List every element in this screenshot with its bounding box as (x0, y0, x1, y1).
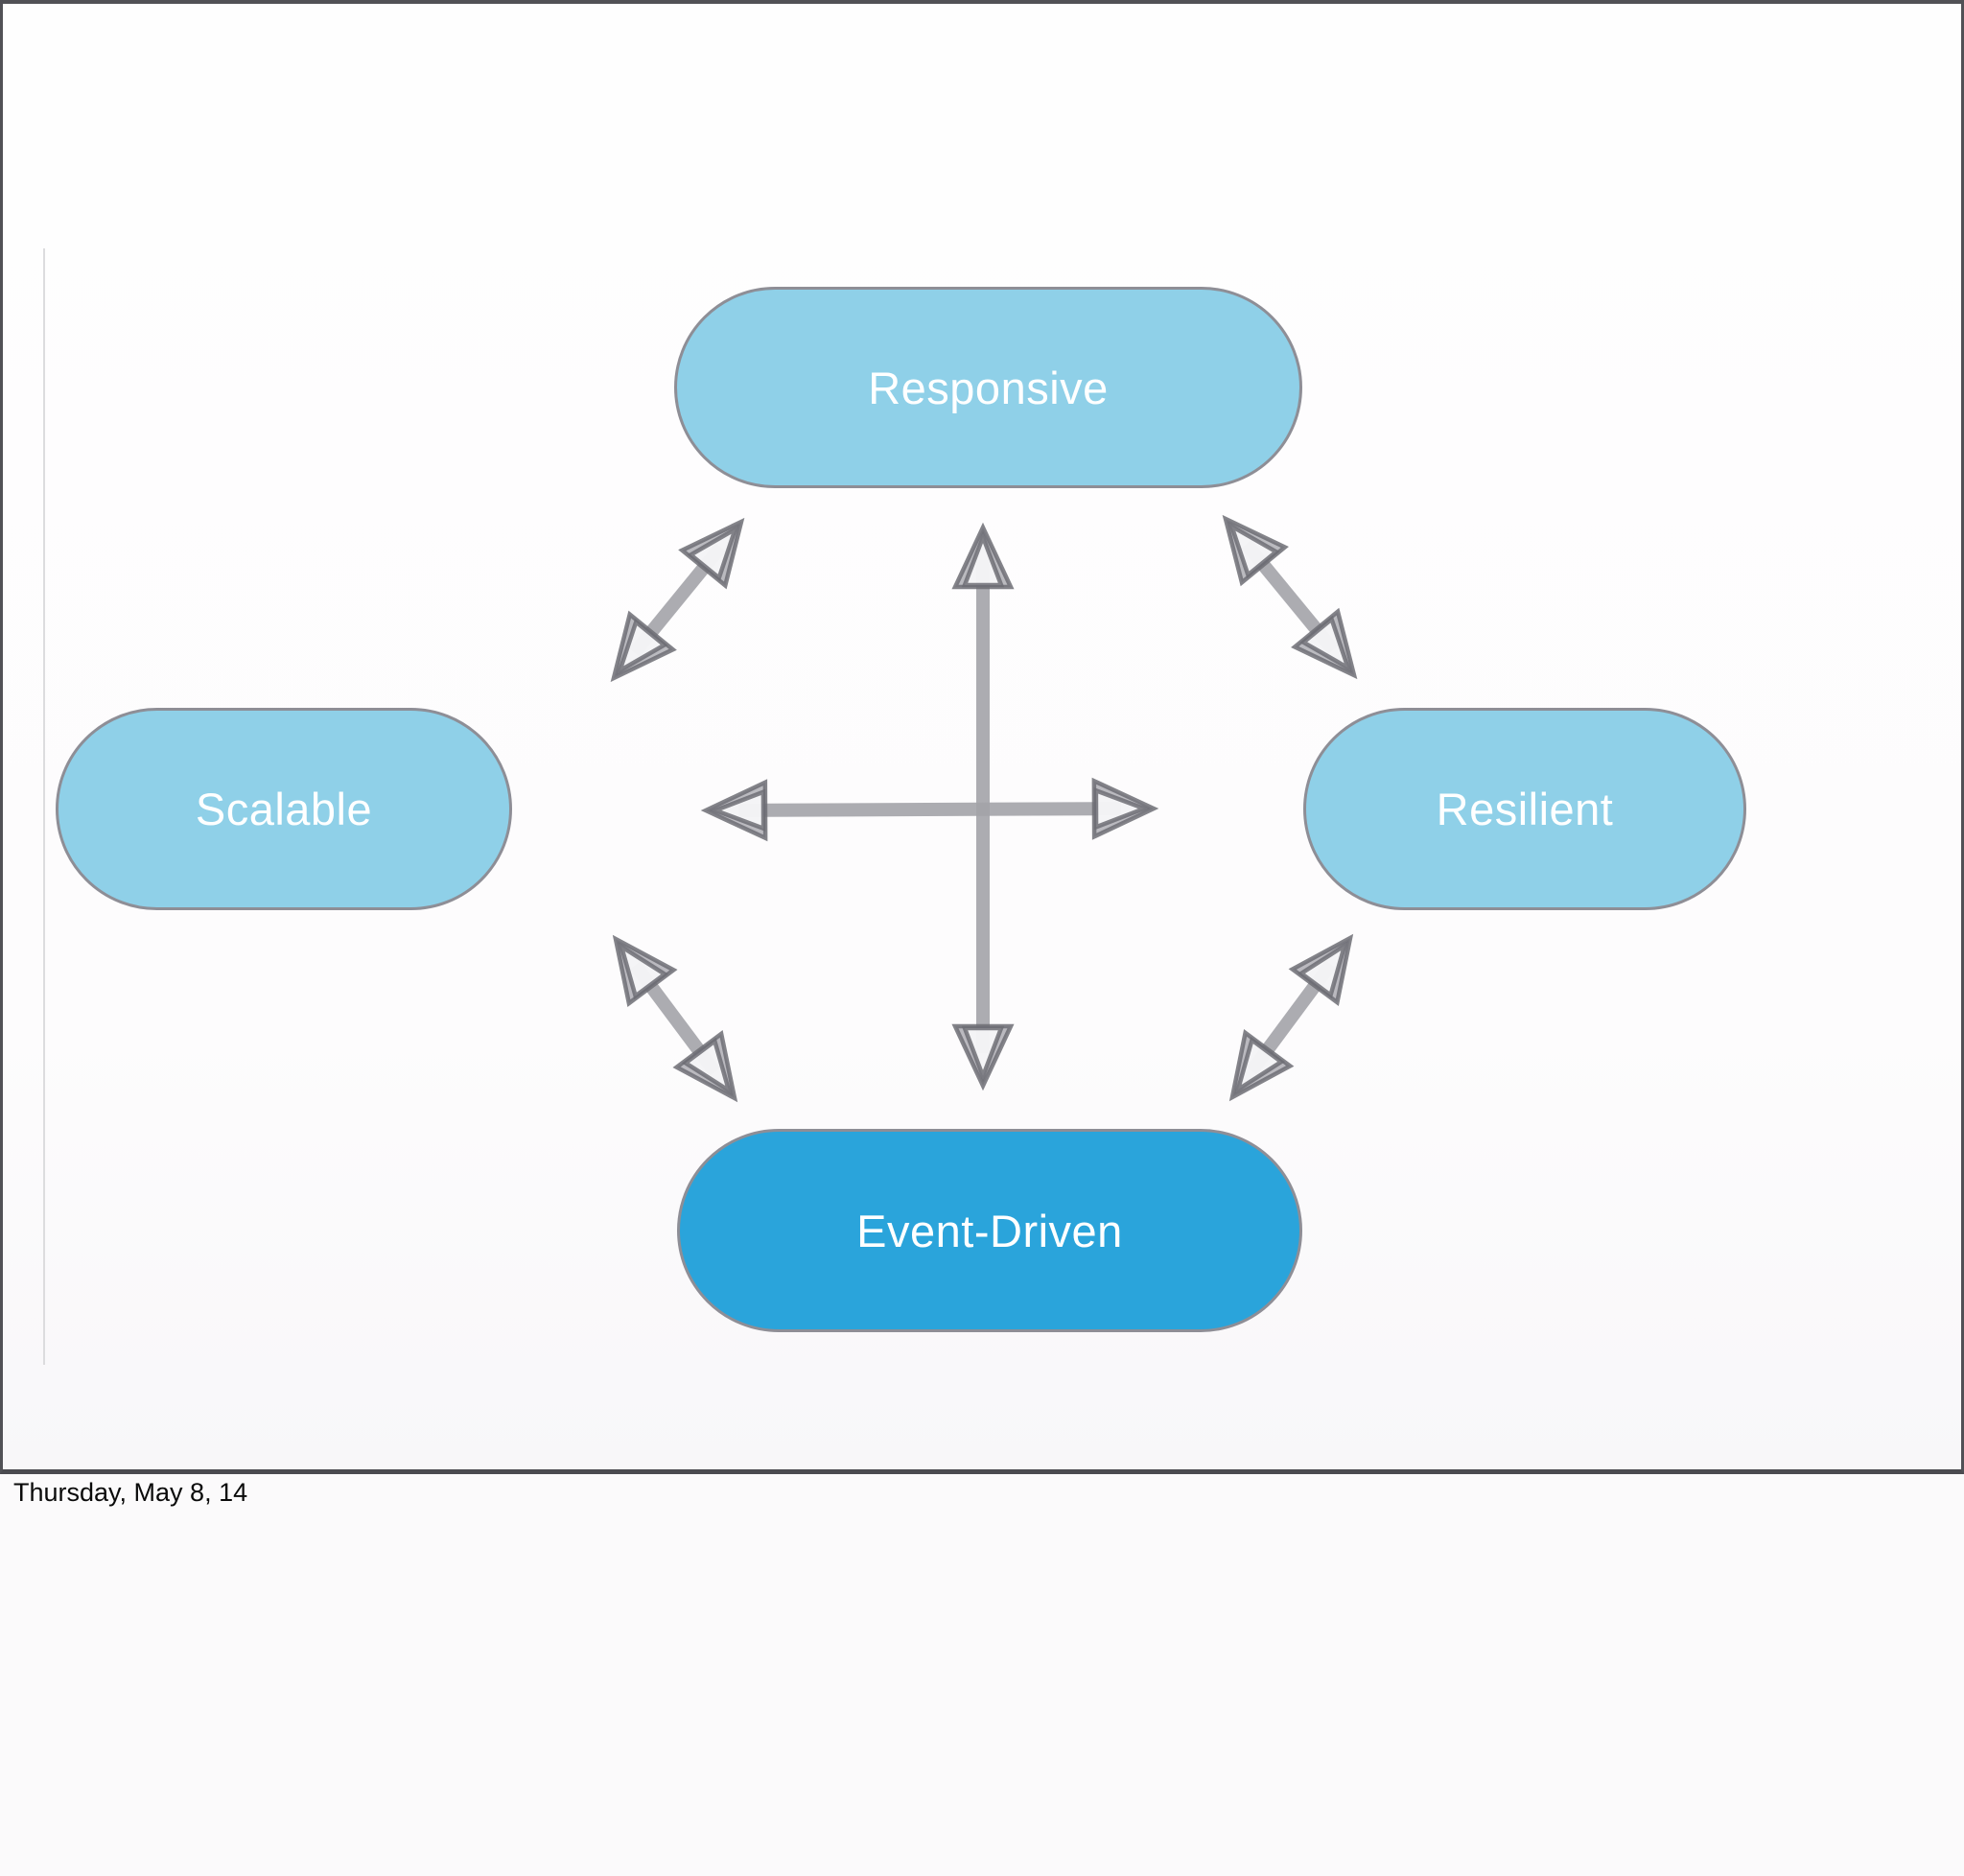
slide-canvas: Responsive Scalable Resilient Event-Driv… (0, 0, 1964, 1474)
arrows-layer (610, 514, 1358, 1103)
node-resilient-label: Resilient (1436, 784, 1614, 834)
node-event-driven-label: Event-Driven (856, 1205, 1123, 1256)
edge-scalable-resilient (700, 777, 1159, 842)
edge-responsive-scalable (610, 517, 745, 683)
node-responsive-label: Responsive (868, 362, 1109, 413)
edge-responsive-resilient (1222, 514, 1358, 680)
edge-resilient-event_driven (1228, 933, 1354, 1102)
slide-timestamp: Thursday, May 8, 14 (13, 1478, 248, 1507)
node-scalable: Scalable (56, 708, 512, 910)
node-scalable-label: Scalable (195, 784, 373, 834)
node-resilient: Resilient (1303, 708, 1746, 910)
node-event-driven: Event-Driven (677, 1129, 1302, 1332)
node-responsive: Responsive (674, 287, 1302, 488)
slide-guide-line (43, 248, 45, 1365)
edge-scalable-event_driven (612, 934, 738, 1103)
